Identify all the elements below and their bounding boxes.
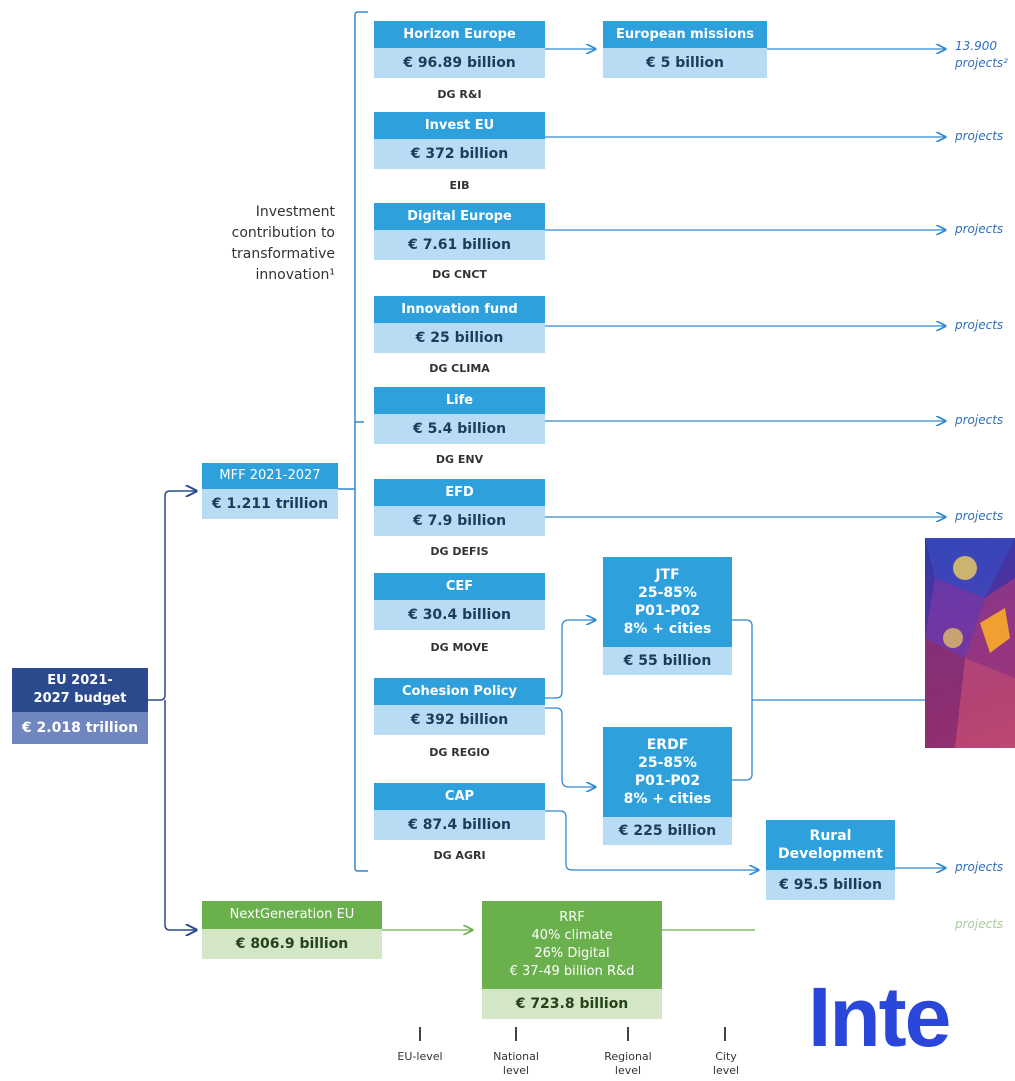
- level-label-national: National level: [493, 1050, 539, 1077]
- eu-budget-value: € 2.018 trillion: [12, 712, 148, 744]
- projects-output-horizon: 13.900 projects²: [955, 39, 1008, 70]
- rrf-box: RRF 40% climate 26% Digital € 37-49 bill…: [482, 901, 662, 1019]
- org-label: DG REGIO: [429, 746, 490, 759]
- level-label-city: City level: [712, 1050, 740, 1077]
- org-label: DG AGRI: [433, 849, 486, 862]
- level-tick: [724, 1027, 726, 1041]
- projects-output: projects: [955, 413, 1004, 427]
- eu-budget-label: EU 2021-2027 budget: [12, 668, 148, 712]
- rural-development-box: Rural Development € 95.5 billion: [766, 820, 895, 900]
- programme-efd: EFD € 7.9 billion: [374, 479, 545, 536]
- projects-output: projects: [955, 509, 1004, 523]
- investment-note: Investment contribution to transformativ…: [231, 204, 336, 283]
- mff-box: MFF 2021-2027 € 1.211 trillion: [202, 463, 338, 519]
- partial-logo-wordmark: Inte: [808, 970, 951, 1064]
- org-label: DG ENV: [435, 453, 484, 466]
- org-label: DG R&I: [437, 88, 482, 101]
- ngeu-value: € 806.9 billion: [202, 929, 382, 959]
- org-label: EIB: [449, 179, 470, 192]
- level-tick: [419, 1027, 421, 1041]
- level-label-eu: EU-level: [397, 1050, 443, 1063]
- eu-budget-box: EU 2021-2027 budget € 2.018 trillion: [12, 668, 148, 744]
- projects-output: projects: [955, 318, 1004, 332]
- level-tick: [627, 1027, 629, 1041]
- mff-label: MFF 2021-2027: [202, 463, 338, 489]
- ngeu-label: NextGeneration EU: [202, 901, 382, 929]
- jtf-box: JTF 25-85% P01-P02 8% + cities € 55 bill…: [603, 557, 732, 675]
- org-label: DG CNCT: [432, 268, 487, 281]
- european-missions-box: European missions € 5 billion: [603, 21, 767, 78]
- level-label-regional: Regional level: [604, 1050, 652, 1077]
- programme-innovation-fund: Innovation fund € 25 billion: [374, 296, 545, 353]
- programme-cef: CEF € 30.4 billion: [374, 573, 545, 630]
- org-label: DG DEFIS: [430, 545, 489, 558]
- programme-invest-eu: Invest EU € 372 billion: [374, 112, 545, 169]
- programme-digital-europe: Digital Europe € 7.61 billion: [374, 203, 545, 260]
- org-label: DG CLIMA: [429, 362, 490, 375]
- projects-output: projects: [955, 129, 1004, 143]
- erdf-box: ERDF 25-85% P01-P02 8% + cities € 225 bi…: [603, 727, 732, 845]
- projects-output: projects: [955, 222, 1004, 236]
- decorative-artwork-image: [925, 538, 1015, 748]
- projects-output: projects: [955, 860, 1004, 874]
- programme-life: Life € 5.4 billion: [374, 387, 545, 444]
- mff-value: € 1.211 trillion: [202, 489, 338, 519]
- ngeu-box: NextGeneration EU € 806.9 billion: [202, 901, 382, 959]
- programme-cohesion-policy: Cohesion Policy € 392 billion: [374, 678, 545, 735]
- org-label: DG MOVE: [430, 641, 489, 654]
- programme-cap: CAP € 87.4 billion: [374, 783, 545, 840]
- programme-horizon-europe: Horizon Europe € 96.89 billion: [374, 21, 545, 78]
- level-tick: [515, 1027, 517, 1041]
- projects-output-rrf: projects: [955, 917, 1004, 931]
